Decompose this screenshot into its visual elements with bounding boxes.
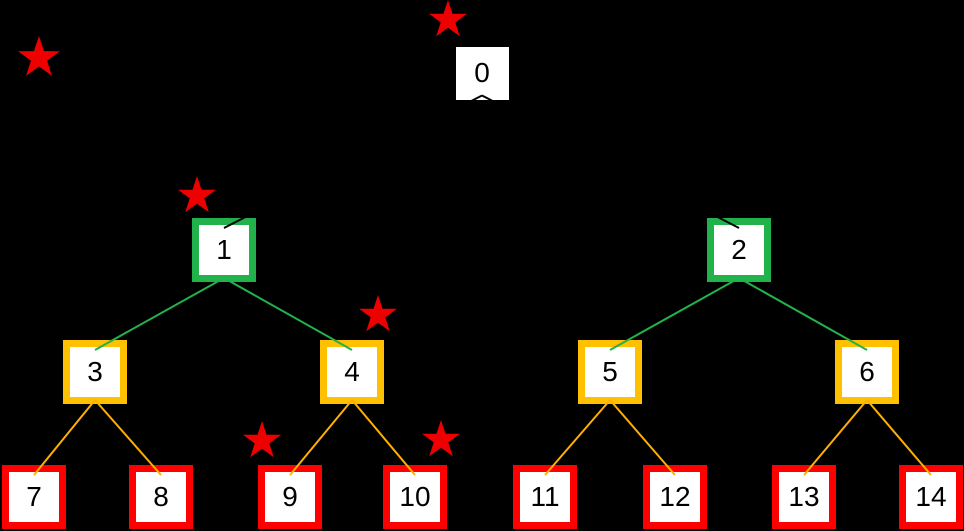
tree-node-label: 2	[731, 234, 747, 265]
tree-node-5: 5	[578, 340, 642, 404]
star-marker-2	[178, 176, 216, 213]
tree-node-1: 1	[192, 218, 256, 282]
tree-node-label: 6	[859, 356, 875, 387]
tree-node-11: 11	[513, 465, 577, 529]
tree-node-3: 3	[63, 340, 127, 404]
tree-node-label: 5	[602, 356, 618, 387]
tree-node-label: 10	[399, 481, 431, 512]
tree-node-label: 13	[788, 481, 820, 512]
star-marker-5	[422, 420, 460, 457]
tree-node-10: 10	[383, 465, 447, 529]
star-marker-0	[18, 36, 60, 76]
tree-node-0: 0	[455, 46, 509, 100]
tree-node-label: 0	[474, 57, 490, 88]
tree-node-2: 2	[707, 218, 771, 282]
tree-node-label: 9	[282, 481, 298, 512]
tree-node-label: 8	[153, 481, 169, 512]
tree-node-label: 7	[26, 481, 42, 512]
tree-node-4: 4	[320, 340, 384, 404]
tree-node-6: 6	[835, 340, 899, 404]
tree-node-label: 14	[915, 481, 947, 512]
tree-edge-0-1	[223, 94, 483, 229]
tree-edge-5-12	[609, 399, 676, 476]
tree-edge-6-14	[866, 399, 932, 476]
tree-edge-3-8	[94, 399, 162, 476]
tree-edge-3-7	[33, 399, 96, 476]
star-marker-1	[429, 0, 467, 37]
tree-node-7: 7	[2, 465, 66, 529]
tree-node-label: 1	[216, 234, 232, 265]
tree-node-label: 3	[87, 356, 103, 387]
tree-node-12: 12	[643, 465, 707, 529]
tree-edge-0-2	[481, 94, 740, 229]
tree-node-label: 4	[344, 356, 360, 387]
tree-edge-4-10	[351, 399, 416, 476]
tree-node-8: 8	[129, 465, 193, 529]
tree-node-13: 13	[772, 465, 836, 529]
tree-edge-4-9	[289, 399, 353, 476]
tree-edge-5-11	[544, 399, 611, 476]
tree-node-label: 11	[530, 481, 560, 512]
star-marker-3	[359, 295, 397, 332]
tree-node-label: 12	[659, 481, 691, 512]
star-marker-4	[243, 421, 281, 458]
tree-node-14: 14	[899, 465, 963, 529]
tree-node-9: 9	[258, 465, 322, 529]
tree-edge-6-13	[803, 399, 868, 476]
